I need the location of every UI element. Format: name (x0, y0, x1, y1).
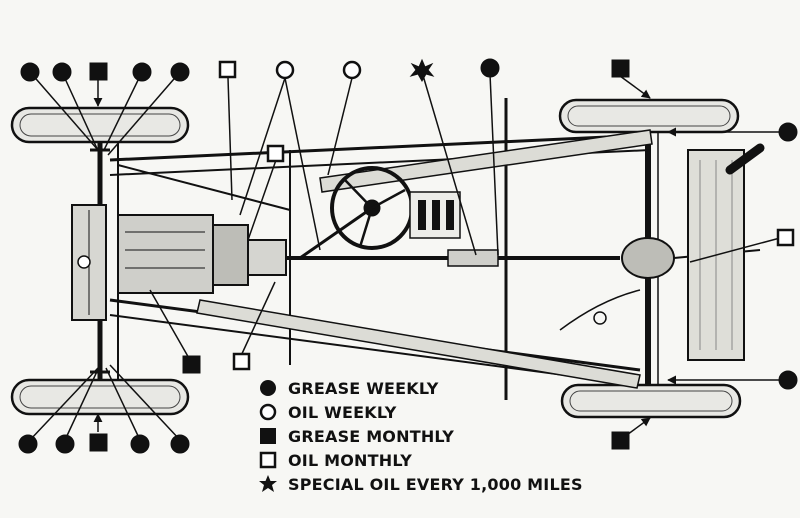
filled-square-icon (258, 426, 278, 446)
grease-weekly-marker (130, 434, 150, 454)
rear-left-tire (558, 98, 740, 134)
grease-weekly-marker (55, 434, 75, 454)
rear-right-tire (560, 383, 742, 419)
lube-points (18, 58, 798, 454)
grease-weekly-marker (480, 58, 500, 78)
grease-weekly-marker (170, 62, 190, 82)
front-left-tire (10, 106, 190, 144)
oil-monthly-marker (218, 60, 237, 79)
legend-item-oil-weekly: OIL WEEKLY (258, 400, 583, 424)
grease-monthly-marker (89, 433, 108, 452)
legend-label: SPECIAL OIL EVERY 1,000 MILES (288, 474, 583, 494)
front-right-tire (10, 378, 190, 416)
grease-monthly-marker (611, 431, 630, 450)
engine (117, 214, 287, 294)
grease-monthly-marker (182, 355, 201, 374)
rear-springs (196, 129, 653, 389)
oil-monthly-marker (232, 352, 251, 371)
grease-weekly-marker (170, 434, 190, 454)
open-circle-icon (258, 402, 278, 422)
grease-monthly-marker (89, 62, 108, 81)
legend-label: OIL WEEKLY (288, 402, 397, 422)
oil-weekly-marker (342, 60, 362, 80)
legend-item-grease-monthly: GREASE MONTHLY (258, 424, 583, 448)
oil-monthly-marker (266, 144, 285, 163)
legend-label: GREASE WEEKLY (288, 378, 439, 398)
oil-weekly-marker (275, 60, 295, 80)
legend-item-oil-monthly: OIL MONTHLY (258, 448, 583, 472)
filled-circle-icon (258, 378, 278, 398)
legend-item-grease-weekly: GREASE WEEKLY (258, 376, 583, 400)
grease-weekly-marker (778, 370, 798, 390)
star-icon (258, 474, 278, 494)
legend-item-special-oil: SPECIAL OIL EVERY 1,000 MILES (258, 472, 583, 496)
radiator (71, 204, 107, 321)
legend: GREASE WEEKLY OIL WEEKLY GREASE MONTHLY … (258, 376, 583, 496)
grease-weekly-marker (778, 122, 798, 142)
legend-label: GREASE MONTHLY (288, 426, 455, 446)
grease-weekly-marker (132, 62, 152, 82)
grease-weekly-marker (20, 62, 40, 82)
grease-weekly-marker (18, 434, 38, 454)
special-oil-marker (409, 58, 435, 83)
fuel-tank (687, 143, 765, 361)
pedal-box (409, 191, 461, 239)
leader-lines (29, 71, 781, 441)
oil-monthly-marker (776, 228, 795, 247)
legend-label: OIL MONTHLY (288, 450, 413, 470)
grease-monthly-marker (611, 59, 630, 78)
open-square-icon (258, 450, 278, 470)
grease-weekly-marker (52, 62, 72, 82)
